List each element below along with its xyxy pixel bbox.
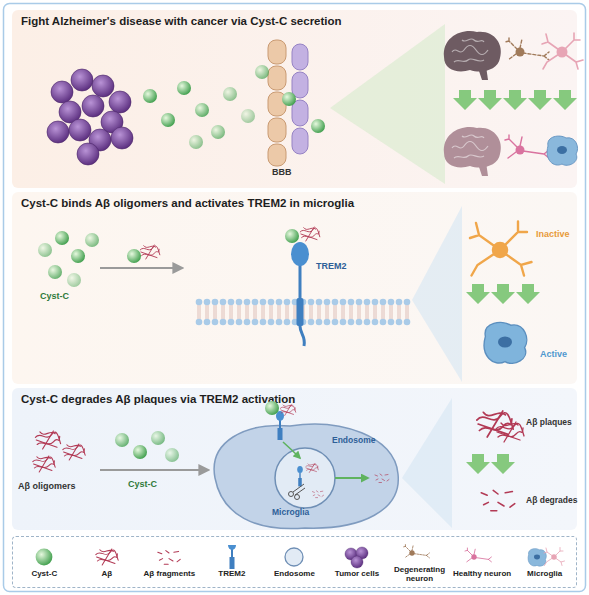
legend-text: Degenerating neuron [390, 565, 450, 583]
callout-label: Active [540, 350, 567, 360]
legend-item: Cyst-C [14, 545, 74, 578]
legend-box: Cyst-C Aβ Aβ fragments TREM2 Endosome Tumor c… [12, 536, 577, 588]
legend-swatch [398, 541, 442, 565]
legend-item: Degenerating neuron [390, 541, 450, 583]
legend-text: Microglia [527, 569, 562, 578]
callout-label: TREM2 [316, 262, 347, 272]
panel-band: Fight Alzheimer's disease with cancer vi… [12, 10, 577, 188]
legend-item: Aβ fragments [139, 545, 199, 578]
legend-text: Aβ [101, 569, 112, 578]
legend-item: TREM2 [202, 545, 262, 578]
panel-heading: Cyst-C binds Aβ oligomers and activates … [12, 192, 577, 216]
callout-label: Microglia [272, 508, 309, 517]
legend-swatch [335, 545, 379, 569]
callout-label: Endosome [332, 436, 375, 445]
legend-item: Endosome [264, 545, 324, 578]
callout-label: Aβ oligomers [18, 482, 76, 492]
legend-item: Microglia [515, 545, 575, 578]
legend-swatch [523, 545, 567, 569]
legend-text: Healthy neuron [453, 569, 511, 578]
legend-swatch [85, 545, 129, 569]
callout-label: Aβ plaques [526, 418, 572, 427]
legend-text: TREM2 [218, 569, 245, 578]
panel-heading: Cyst-C degrades Aβ plaques via TREM2 act… [12, 388, 577, 412]
legend-text: Tumor cells [335, 569, 379, 578]
callout-label: BBB [272, 168, 292, 178]
legend-swatch [147, 545, 191, 569]
callout-label: Aβ degrades [526, 496, 577, 505]
callout-label: Cyst-C [128, 480, 157, 490]
legend-item: Healthy neuron [452, 545, 512, 578]
legend-text: Endosome [274, 569, 315, 578]
legend-swatch [22, 545, 66, 569]
panel-heading: Fight Alzheimer's disease with cancer vi… [12, 10, 577, 34]
legend-text: Aβ fragments [144, 569, 196, 578]
legend-swatch [460, 545, 504, 569]
callout-label: Cyst-C [40, 292, 69, 302]
outer-frame [4, 4, 586, 592]
callout-label: Inactive [536, 230, 570, 240]
legend-text: Cyst-C [31, 569, 57, 578]
panel-band: Cyst-C binds Aβ oligomers and activates … [12, 192, 577, 384]
legend-swatch [272, 545, 316, 569]
legend-item: Aβ [77, 545, 137, 578]
legend-swatch [210, 545, 254, 569]
legend-item: Tumor cells [327, 545, 387, 578]
